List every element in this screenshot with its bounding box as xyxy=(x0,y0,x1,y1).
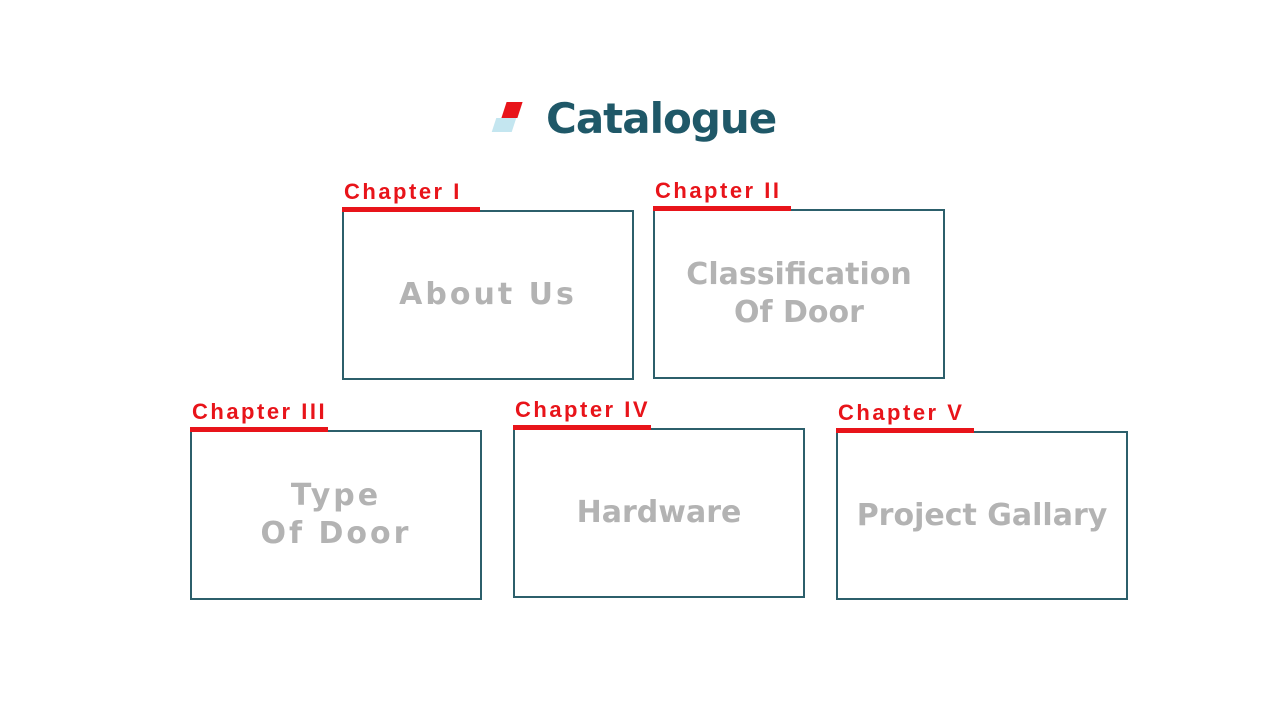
chapter-label: Chapter I xyxy=(344,179,462,204)
chapter-underline xyxy=(342,207,480,212)
chapter-box[interactable]: About Us xyxy=(342,210,634,380)
chapter-title-line: Classification xyxy=(686,257,912,292)
logo-red-shape xyxy=(501,102,523,118)
chapter-underline xyxy=(653,206,791,211)
chapter-underline xyxy=(513,425,651,430)
chapter-title-line: Of Door xyxy=(734,295,864,330)
chapter-label: Chapter II xyxy=(655,178,782,203)
chapter-card-1[interactable]: Chapter I About Us xyxy=(342,179,638,380)
page-title: Catalogue xyxy=(546,93,777,143)
chapter-title-line: Hardware xyxy=(576,495,742,530)
catalogue-logo-icon xyxy=(490,100,528,136)
chapter-underline xyxy=(190,427,328,432)
chapter-card-2[interactable]: Chapter II Classification Of Door xyxy=(653,178,949,379)
chapter-title: Project Gallary xyxy=(857,497,1108,535)
chapter-title-line: Type xyxy=(290,478,382,513)
chapter-title-line: About Us xyxy=(399,277,577,312)
chapter-box[interactable]: Project Gallary xyxy=(836,431,1128,600)
chapter-box[interactable]: Hardware xyxy=(513,428,805,598)
chapter-title: Hardware xyxy=(577,494,742,532)
chapter-box[interactable]: Classification Of Door xyxy=(653,209,945,379)
chapter-title: Classification Of Door xyxy=(686,256,911,332)
chapter-title: About Us xyxy=(399,276,577,314)
catalogue-header: Catalogue xyxy=(490,88,777,148)
chapter-card-4[interactable]: Chapter IV Hardware xyxy=(513,397,809,598)
chapter-underline xyxy=(836,428,974,433)
chapter-label: Chapter V xyxy=(838,400,965,425)
chapter-title: Type Of Door xyxy=(261,477,412,553)
chapter-card-3[interactable]: Chapter III Type Of Door xyxy=(190,399,486,600)
chapter-label: Chapter IV xyxy=(515,397,651,422)
chapter-title-line: Project Gallary xyxy=(856,497,1108,533)
chapter-card-5[interactable]: Chapter V Project Gallary xyxy=(836,400,1132,600)
chapter-title-line: Of Door xyxy=(260,516,412,551)
chapter-label: Chapter III xyxy=(192,399,328,424)
chapter-box[interactable]: Type Of Door xyxy=(190,430,482,600)
logo-blue-shape xyxy=(491,118,517,132)
